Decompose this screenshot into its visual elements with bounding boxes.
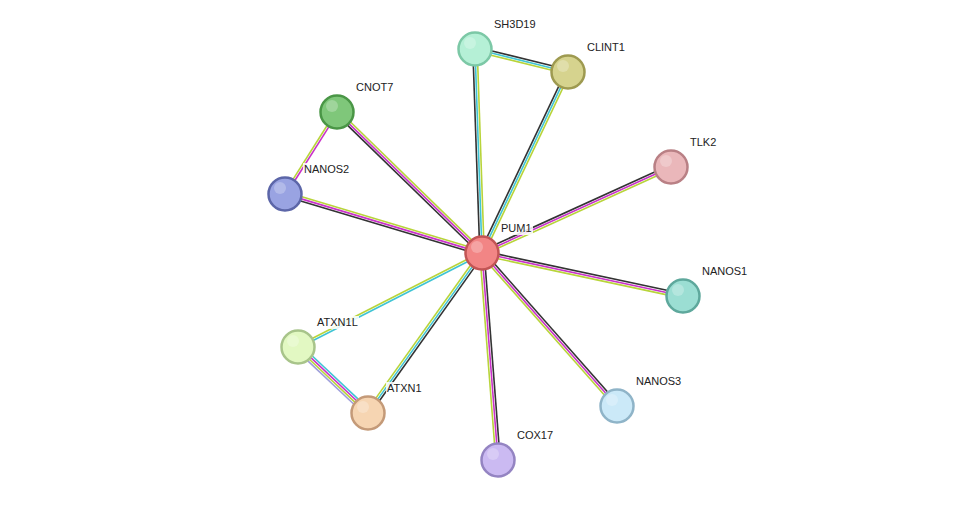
evidence-line	[492, 267, 605, 395]
interaction-edge	[348, 122, 472, 242]
interaction-edge	[376, 266, 474, 401]
protein-node: ATXN1L	[280, 329, 316, 365]
interaction-edge	[491, 51, 552, 70]
evidence-line	[499, 257, 667, 293]
evidence-line	[301, 199, 465, 248]
protein-node: TLK2	[653, 149, 689, 185]
node-circle	[653, 149, 689, 185]
node-circle	[464, 235, 500, 271]
evidence-line	[378, 267, 472, 399]
node-circle	[480, 442, 516, 478]
interaction-edge	[497, 172, 657, 248]
node-circle	[319, 94, 355, 130]
evidence-line	[487, 86, 558, 236]
evidence-line	[308, 361, 353, 404]
node-label: NANOS3	[635, 375, 682, 388]
protein-node: ATXN1	[350, 395, 386, 431]
evidence-line	[380, 268, 474, 400]
evidence-line	[313, 356, 358, 399]
evidence-line	[310, 359, 355, 402]
evidence-line	[348, 125, 469, 242]
node-circle	[599, 388, 635, 424]
protein-node: NANOS2	[267, 176, 303, 212]
protein-node: PUM1	[464, 235, 500, 271]
node-label: ATXN1L	[316, 316, 359, 329]
evidence-line	[478, 66, 484, 236]
node-circle	[350, 395, 386, 431]
evidence-line	[313, 260, 467, 339]
node-label: NANOS2	[303, 163, 350, 176]
evidence-line	[497, 172, 655, 244]
node-label: ATXN1	[386, 382, 423, 395]
evidence-line	[301, 201, 465, 250]
node-circle	[457, 31, 493, 67]
evidence-line	[498, 176, 656, 248]
node-label: COX17	[516, 429, 554, 442]
interaction-edge	[498, 254, 667, 294]
node-circle	[550, 54, 586, 90]
interaction-edge	[473, 66, 483, 236]
evidence-line	[349, 124, 470, 241]
interaction-edge	[313, 260, 468, 340]
evidence-line	[314, 262, 468, 341]
node-circle	[665, 278, 701, 314]
node-label: PUM1	[500, 222, 533, 235]
protein-node: COX17	[480, 442, 516, 478]
node-label: SH3D19	[493, 18, 537, 31]
evidence-line	[491, 88, 562, 238]
node-circle	[267, 176, 303, 212]
node-label: CNOT7	[355, 81, 394, 94]
node-label: TLK2	[689, 136, 717, 149]
protein-node: NANOS3	[599, 388, 635, 424]
protein-node: CNOT7	[319, 94, 355, 130]
evidence-line	[376, 266, 470, 398]
evidence-line	[489, 87, 560, 237]
evidence-line	[481, 270, 494, 443]
evidence-line	[495, 264, 608, 392]
protein-node: NANOS1	[665, 278, 701, 314]
interaction-edge	[487, 86, 562, 238]
evidence-line	[491, 55, 551, 70]
interaction-edge	[481, 270, 499, 443]
evidence-line	[483, 270, 496, 443]
interaction-edge	[301, 197, 467, 250]
evidence-line	[492, 53, 552, 68]
evidence-line	[499, 254, 667, 290]
node-label: CLINT1	[586, 41, 626, 54]
protein-node: SH3D19	[457, 31, 493, 67]
interaction-edge	[492, 264, 608, 394]
interaction-edge	[308, 356, 358, 403]
evidence-line	[302, 197, 466, 246]
node-circle	[280, 329, 316, 365]
evidence-line	[493, 266, 606, 394]
evidence-line	[498, 259, 666, 295]
evidence-line	[311, 358, 356, 401]
protein-node: CLINT1	[550, 54, 586, 90]
node-label: NANOS1	[701, 265, 748, 278]
evidence-line	[497, 174, 655, 246]
